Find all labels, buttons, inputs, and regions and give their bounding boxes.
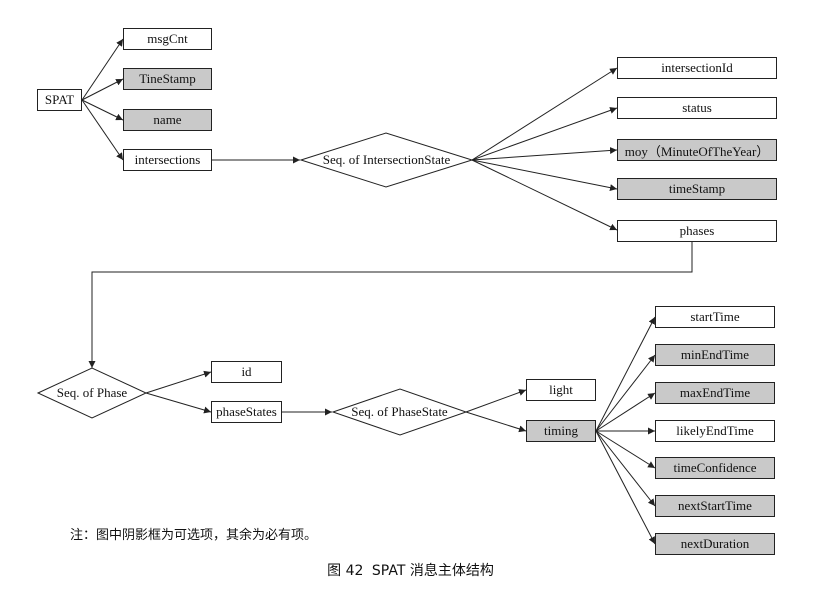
node-tinestamp: TineStamp <box>123 68 212 90</box>
edge-seq-phases <box>471 159 618 231</box>
edge-seqps-light <box>465 389 527 413</box>
node-status: status <box>617 97 777 119</box>
edge-timing-maxendtime <box>595 392 656 432</box>
edge-spat-tinestamp <box>81 78 124 101</box>
caption-number: 图 42 <box>327 563 364 579</box>
edge-seq-status <box>471 107 618 161</box>
node-timestamp: timeStamp <box>617 178 777 200</box>
node-spat: SPAT <box>37 89 82 111</box>
edge-spat-msgcnt <box>81 38 124 101</box>
edge-spat-name <box>81 99 124 121</box>
node-name: name <box>123 109 212 131</box>
node-maxendtime: maxEndTime <box>655 382 775 404</box>
edge-seqphase-id <box>145 370 212 394</box>
node-moy: moy（MinuteOfTheYear） <box>617 139 777 161</box>
figure-caption: 图 42 SPAT 消息主体结构 <box>0 560 821 580</box>
edge-timing-starttime <box>595 316 656 432</box>
caption-title: SPAT 消息主体结构 <box>371 563 494 579</box>
node-intersections: intersections <box>123 149 212 171</box>
seq-intersectionstate-diamond <box>299 132 474 188</box>
edge-timing-nextduration <box>595 430 656 545</box>
edge-seqps-timing <box>465 411 527 433</box>
edge-phases-seqphase <box>88 242 693 368</box>
edge-timing-minendtime <box>595 354 656 432</box>
node-timeconfidence: timeConfidence <box>655 457 775 479</box>
node-phases: phases <box>617 220 777 242</box>
node-timing: timing <box>526 420 596 442</box>
node-intersectionid: intersectionId <box>617 57 777 79</box>
edge-seq-timestamp <box>471 159 618 192</box>
edge-timing-nextstarttime <box>595 430 656 507</box>
edge-seq-intersectionid <box>471 67 618 161</box>
edge-seq-moy <box>471 146 618 161</box>
seq-phasestate-diamond <box>331 388 468 436</box>
node-likelyendtime: likelyEndTime <box>655 420 775 442</box>
node-minendtime: minEndTime <box>655 344 775 366</box>
seq-phase-diamond <box>36 367 148 419</box>
node-nextduration: nextDuration <box>655 533 775 555</box>
edge-seqphase-phasestates <box>145 392 212 414</box>
edge-timing-timeconfidence <box>595 430 656 469</box>
node-msgcnt: msgCnt <box>123 28 212 50</box>
node-starttime: startTime <box>655 306 775 328</box>
edge-spat-intersections <box>81 99 124 161</box>
footnote: 注：图中阴影框为可选项，其余为必有项。 <box>70 528 318 543</box>
node-phasestates: phaseStates <box>211 401 282 423</box>
node-nextstarttime: nextStartTime <box>655 495 775 517</box>
node-id: id <box>211 361 282 383</box>
node-light: light <box>526 379 596 401</box>
